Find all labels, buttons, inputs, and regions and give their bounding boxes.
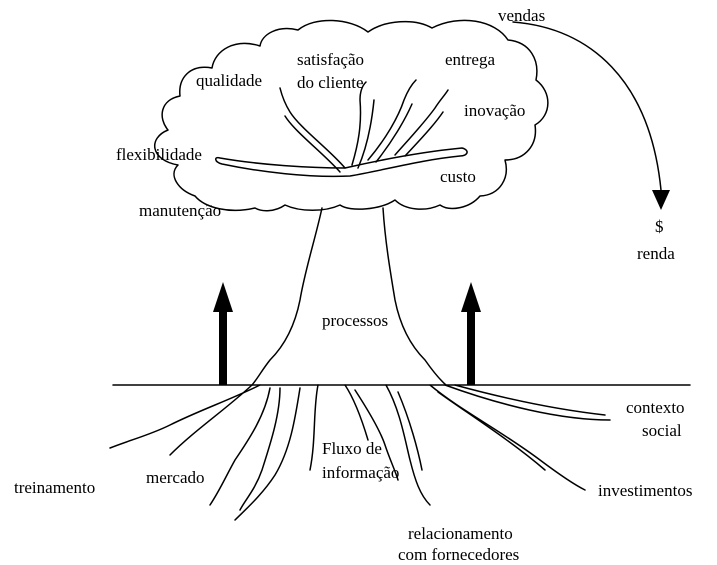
label-currency: $ — [655, 217, 664, 236]
label-relacionamento-line2: com fornecedores — [398, 545, 519, 564]
label-contexto-line1: contexto — [626, 398, 685, 417]
vendas-to-renda-arrowhead — [652, 190, 670, 210]
arrow-up-left — [213, 282, 233, 385]
label-inovacao: inovação — [464, 101, 525, 120]
label-satisfacao-line1: satisfação — [297, 50, 364, 69]
label-vendas: vendas — [498, 6, 545, 25]
label-contexto-line2: social — [642, 421, 682, 440]
label-investimentos: investimentos — [598, 481, 692, 500]
label-renda: renda — [637, 244, 675, 263]
label-flexibilidade: flexibilidade — [116, 145, 202, 164]
arrow-up-right — [461, 282, 481, 385]
label-entrega: entrega — [445, 50, 495, 69]
trunk-right-edge — [383, 208, 446, 385]
label-mercado: mercado — [146, 468, 205, 487]
label-satisfacao-line2: do cliente — [297, 73, 364, 92]
canopy-branches — [216, 80, 467, 176]
label-relacionamento-line1: relacionamento — [408, 524, 513, 543]
label-treinamento: treinamento — [14, 478, 95, 497]
label-custo: custo — [440, 167, 476, 186]
vendas-to-renda-arrow — [513, 22, 661, 190]
label-fluxo-line2: informação — [322, 463, 399, 482]
label-qualidade: qualidade — [196, 71, 262, 90]
label-fluxo-line1: Fluxo de — [322, 439, 382, 458]
label-manutencao: manutenção — [139, 201, 221, 220]
label-processos: processos — [322, 311, 388, 330]
trunk-left-edge — [252, 208, 322, 385]
